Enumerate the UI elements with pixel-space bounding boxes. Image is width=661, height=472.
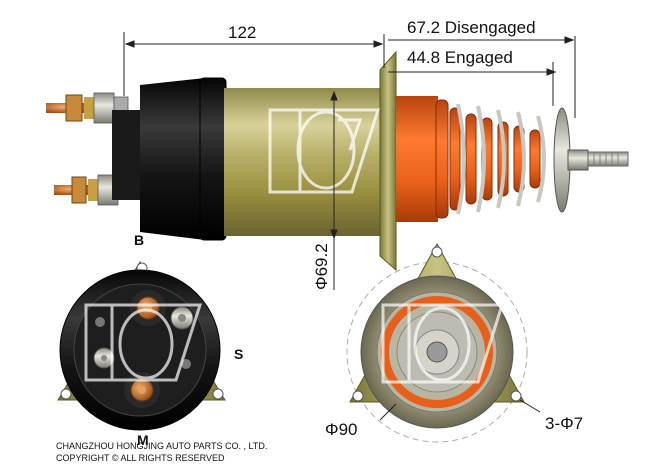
solenoid-body <box>224 88 382 236</box>
side-view <box>46 50 629 272</box>
mount-holes-dimension: 3-Φ7 <box>545 414 584 433</box>
flange-end-view <box>346 242 541 443</box>
terminal-stud-upper <box>46 92 129 124</box>
dimension-lines <box>123 32 576 290</box>
terminal-stud-lower <box>54 174 119 206</box>
flange-diameter-dimension: Φ90 <box>325 420 358 439</box>
copyright-notice: COPYRIGHT © ALL RIGHTS RESERVED <box>56 453 225 463</box>
watermark-logo <box>268 108 381 194</box>
body-diameter-dimension: Φ69.2 <box>312 243 331 290</box>
mounting-flange <box>379 50 397 272</box>
disengaged-dimension: 67.2 Disengaged <box>407 18 536 37</box>
return-spring <box>456 103 546 215</box>
terminal-end-view <box>57 261 226 431</box>
terminal-b-label: B <box>134 232 145 248</box>
length-dimension: 122 <box>228 23 257 42</box>
terminal-m-label: M <box>137 432 149 448</box>
terminal-s-label: S <box>234 346 244 362</box>
engaged-dimension: 44.8 Engaged <box>407 48 513 67</box>
company-name: CHANGZHOU HONGJING AUTO PARTS CO. , LTD. <box>56 441 268 451</box>
